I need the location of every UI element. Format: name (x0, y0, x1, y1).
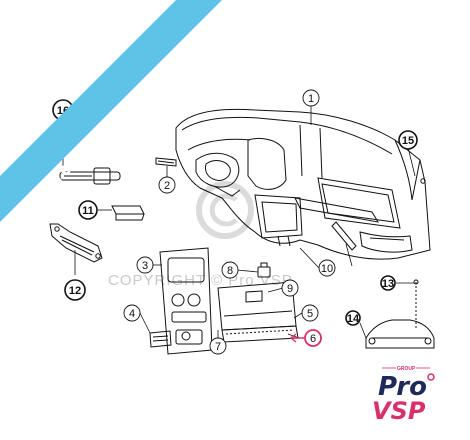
trim-piece-2a (155, 157, 177, 167)
callout-label-10: 10 (321, 263, 333, 275)
callout-circle-9 (281, 279, 299, 297)
callout-label-8: 8 (227, 265, 233, 277)
part-12-bracket (49, 223, 103, 263)
callout-label-12: 12 (69, 285, 81, 297)
part-4-insert (149, 330, 172, 348)
callout-circle-14 (345, 310, 361, 326)
logo-line2: VSP (372, 397, 426, 425)
callout-circle-3 (136, 256, 154, 274)
part-13-cable (413, 279, 419, 330)
callout-circle-13 (380, 275, 396, 291)
callout-circle-10 (318, 259, 336, 277)
callout-label-1: 1 (308, 93, 314, 105)
watermark-copyright-icon (196, 181, 254, 239)
part-11-clip (111, 205, 145, 221)
callout-label-15: 15 (402, 135, 414, 147)
provsp-logo: GROUP Pro VSP (372, 366, 435, 425)
part-3-center-bezel (159, 247, 213, 355)
part-6-trim-strip (221, 325, 299, 343)
callout-label-2: 2 (164, 180, 170, 192)
callout-label-7: 7 (215, 341, 221, 353)
highlight-arrow-icon (289, 333, 304, 343)
callout-circle-5 (301, 304, 319, 322)
logo-dot-icon (427, 373, 435, 381)
callout-label-4: 4 (129, 308, 135, 320)
callout-circle-8 (221, 261, 239, 279)
callout-circle-1 (302, 89, 320, 107)
callout-circle-15 (398, 130, 418, 150)
logo-line1: Pro (378, 372, 427, 402)
callout-label-6: 6 (310, 333, 316, 345)
callout-circle-2 (158, 176, 176, 194)
callout-circle-7 (209, 337, 227, 355)
callout-label-3: 3 (142, 260, 148, 272)
callout-circle-11 (78, 200, 98, 220)
banner-ribbon (0, 0, 222, 222)
callout-label-5: 5 (307, 308, 313, 320)
leader-lines (62, 105, 416, 339)
logo-tag-text: GROUP (397, 366, 416, 372)
callout-label-13: 13 (382, 278, 394, 290)
callout-label-11: 11 (82, 205, 94, 217)
callout-label-14: 14 (347, 313, 360, 325)
callout-circle-4 (123, 304, 141, 322)
watermark-text: COPYRIGHT © Pro VSP (108, 272, 293, 289)
part-14-car-front (365, 319, 435, 349)
dashboard-assembly (175, 108, 431, 260)
callout-circle-6 (304, 329, 322, 347)
part-15-fastener (420, 178, 426, 184)
trim-piece-2b (331, 221, 357, 251)
callout-label-9: 9 (287, 283, 293, 295)
part-16-rod (59, 167, 121, 185)
callout-circle-12 (64, 279, 86, 301)
